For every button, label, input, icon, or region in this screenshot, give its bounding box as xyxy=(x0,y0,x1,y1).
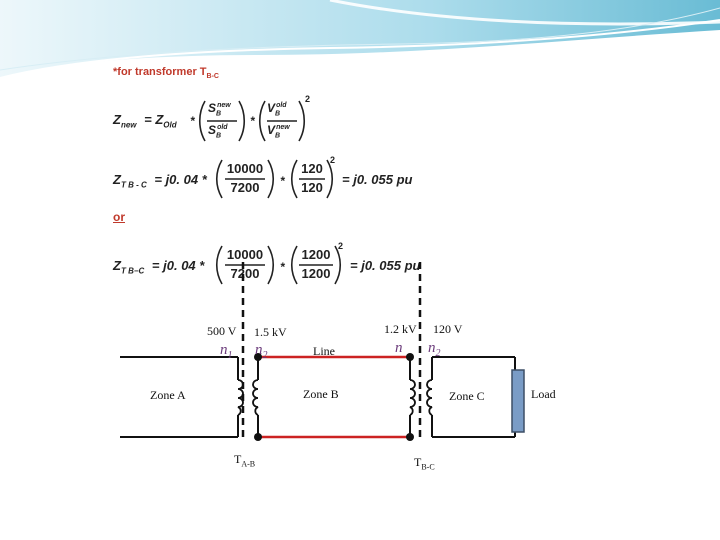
calc1-result: = j0. 055 pu xyxy=(342,172,413,187)
zone-a-wires xyxy=(120,356,239,438)
calc2-den-2: 1200 xyxy=(301,266,331,281)
transformer-ab-sub: A-B xyxy=(241,459,256,469)
voltage-120v: 120 V xyxy=(433,322,463,336)
calc2-lhs: Z xyxy=(113,258,121,273)
turns-n2-symbol: n xyxy=(255,342,263,358)
turns-n2-sub: 2 xyxy=(262,350,268,361)
paren-s-ratio xyxy=(198,100,246,142)
calc1-rhs-start: = j0. 04 * xyxy=(154,172,207,187)
formula-power: 2 xyxy=(305,94,311,104)
calc2-power: 2 xyxy=(338,241,344,251)
load-label: Load xyxy=(531,387,556,401)
turns-n4: n2 xyxy=(428,340,441,359)
paren-v-ratio xyxy=(258,100,306,142)
calc1-paren-1 xyxy=(215,159,275,199)
turns-n4-sub: 2 xyxy=(435,348,441,359)
s-old-sub: B xyxy=(216,132,222,140)
calc1-num-1: 10000 xyxy=(226,161,264,176)
turns-n3: n xyxy=(395,340,403,356)
zone-c-label: Zone C xyxy=(449,389,485,403)
calc2-result: = j0. 055 pu xyxy=(350,258,421,273)
calc1-star: * xyxy=(280,174,285,188)
transformer-note: *for transformer TB-C xyxy=(113,66,219,80)
turns-n2: n2 xyxy=(255,342,268,361)
calc2-den-1: 7200 xyxy=(230,266,260,281)
s-new-sup: new xyxy=(217,102,231,109)
transformer-ab-symbol: T xyxy=(234,452,242,466)
calc2-star: * xyxy=(280,260,285,274)
transformer-bc-secondary-coil xyxy=(426,357,433,437)
transformer-bc-sub: B-C xyxy=(421,462,435,472)
calc2-paren-1 xyxy=(215,245,275,285)
calc1-lhs: Z xyxy=(113,172,121,187)
turns-n1: n1 xyxy=(220,342,233,361)
formula-star-1: * xyxy=(190,114,195,128)
transformer-ab-secondary-coil xyxy=(252,357,259,437)
formula-lhs-sub: new xyxy=(120,120,137,130)
header-wave-decoration xyxy=(0,0,720,79)
turns-n1-sub: 1 xyxy=(227,350,233,361)
turns-n1-symbol: n xyxy=(220,342,228,358)
v-old-sup: old xyxy=(276,102,287,109)
line-label: Line xyxy=(313,344,335,358)
transformer-ab-label: TA-B xyxy=(234,452,255,468)
transformer-bc-label: TB-C xyxy=(414,455,435,471)
node-dot xyxy=(254,353,262,361)
zone-b-label: Zone B xyxy=(303,387,339,401)
v-old-sub: B xyxy=(275,110,281,118)
note-text: *for transformer T xyxy=(113,66,207,78)
calc2-lhs-sub: T B−C xyxy=(120,266,145,276)
s-old-symbol: S xyxy=(208,123,217,137)
s-new-sub: B xyxy=(216,110,222,118)
voltage-500v: 500 V xyxy=(207,324,237,338)
calc1-den-1: 7200 xyxy=(230,180,260,195)
s-new-symbol: S xyxy=(208,101,217,115)
v-old-symbol: V xyxy=(267,101,276,115)
transformer-bc-primary-coil xyxy=(409,357,416,437)
s-old-sup: old xyxy=(217,124,228,131)
calc1-num-2: 120 xyxy=(301,161,323,176)
load-resistor xyxy=(511,369,525,433)
formula-star-2: * xyxy=(250,114,255,128)
note-subscript: B-C xyxy=(206,73,219,81)
zone-a-label: Zone A xyxy=(150,388,186,402)
zone-b-line xyxy=(258,355,410,439)
formula-lhs: Z xyxy=(113,112,121,127)
v-new-symbol: V xyxy=(267,123,276,137)
calc1-power: 2 xyxy=(330,155,336,165)
voltage-1-5kv: 1.5 kV xyxy=(254,325,287,339)
node-dot xyxy=(254,433,262,441)
calc1-lhs-sub: T B - C xyxy=(120,180,147,190)
calc1-paren-2 xyxy=(290,159,334,199)
formula-equals: = Z xyxy=(144,112,164,127)
calc2-num-2: 1200 xyxy=(301,247,331,262)
or-text: or xyxy=(113,210,125,224)
transformer-bc-symbol: T xyxy=(414,455,422,469)
formula-old-sub: Old xyxy=(163,120,177,130)
calc1-den-2: 120 xyxy=(301,180,323,195)
calc2-rhs-start: = j0. 04 * xyxy=(151,258,205,273)
calc2-num-1: 10000 xyxy=(226,247,264,262)
turns-n4-symbol: n xyxy=(428,340,436,356)
voltage-1-2kv: 1.2 kV xyxy=(384,322,417,336)
v-new-sub: B xyxy=(275,132,281,140)
v-new-sup: new xyxy=(276,124,290,131)
calc2-paren-2 xyxy=(290,245,342,285)
